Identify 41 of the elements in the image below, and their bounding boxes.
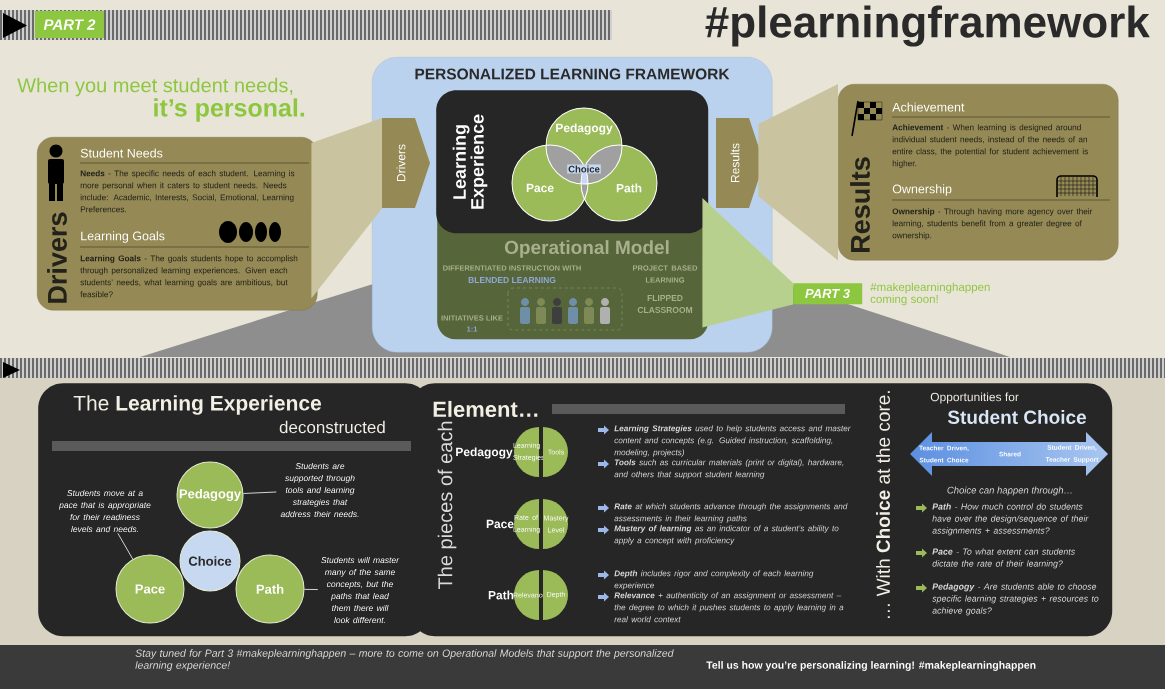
description-text: Depth includes rigor and complexity of each learning experience — [614, 570, 814, 590]
bullet-text: Pace - To what extent can students dictate the rate of their learning? — [932, 548, 1075, 569]
description-text: Tools such as curricular materials (print or digital), hardware, and others that support student learning — [614, 459, 844, 479]
leader-line — [243, 491, 277, 494]
leader-line — [117, 532, 134, 560]
node-label: The pieces of each — [437, 421, 457, 590]
row-label: Pace — [486, 519, 514, 529]
venn-label: Choice — [567, 164, 601, 174]
node-label: Opportunities for — [930, 392, 1019, 404]
part-badge: PART 2 — [35, 11, 104, 38]
description-text: Learning Strategies used to help students access and master content and concepts (e.g. Guided instruction, scaffolding, modeling, projects) — [614, 425, 851, 457]
venn-label: Pedagogy — [556, 123, 613, 135]
node-label: The Learning Experience — [73, 395, 322, 415]
venn-label: Pace — [526, 183, 554, 193]
page-title: #plearningframework — [705, 5, 1150, 47]
annotation-text: Students move at a pace that is appropriate for their readiness levels and needs. — [58, 489, 151, 533]
callout-wedge — [758, 84, 838, 261]
footer-text: Tell us how you’re personalizing learning! #makeplearninghappen — [706, 661, 1036, 671]
footer-text: Stay tuned for Part 3 #makeplearninghappen – more to come on Operational Models that support the personalized learning experience! — [135, 649, 674, 671]
caption-text: Choice can happen through… — [947, 486, 1072, 496]
description-text: Relevance + authenticity of an assignment or assessment – the degree to which it pushes students to apply learning in a real world context — [614, 592, 844, 623]
node-label: … With Choice at the core. — [876, 391, 890, 619]
node-label: Student Choice — [947, 410, 1087, 424]
callout-wedge — [311, 118, 382, 299]
callout-wedge — [702, 198, 793, 328]
description-text: Mastery of learning as an indicator of a student’s ability to apply a concept with proficiency — [614, 525, 839, 545]
part-badge: PART 3 — [793, 283, 863, 305]
bullet-text: Path - How much control do students have over the design/sequence of their assignments + assessments? — [932, 503, 1089, 536]
annotation-text: Students will master many of the same concepts, but the paths that lead them there will look different. — [321, 556, 400, 624]
leader-line — [304, 589, 319, 590]
badge-caption: #makeplearninghappen coming soon! — [870, 282, 990, 306]
node-label: deconstructed — [279, 420, 385, 434]
annotation-text: Students are supported through tools and learning strategies that address their needs. — [280, 462, 359, 518]
info-card: Drivers Student Needs Needs - The specific needs of each student. Learning is more personal when it caters to student needs. Needs include: Academic, Interests, Social, Emotional, Learning Preferences. Learning Goals Learning Goals - The goals students hope to accomplish through personalized learning experiences. Given each students’ needs, what learning goals are ambitious, but feasible? — [37, 137, 318, 311]
venn-label: Path — [616, 183, 642, 193]
tagline: When you meet student needs, — [17, 77, 293, 97]
bullet-text: Pedagogy - Are students able to choose specific learning strategies + resources to achieve goals? — [932, 583, 1099, 616]
info-card: Results Achievement Achievement - When learning is designed around individual student needs, instead of the needs of an entire class, the potential for student achievement is higher. Ownership Ownership - Through having more agency over their learning, students benefit from a greater degree of ownership. — [838, 84, 1119, 261]
node-label: Element… — [433, 400, 538, 418]
row-label: Path — [488, 590, 514, 600]
row-label: Pedagogy — [456, 447, 513, 459]
